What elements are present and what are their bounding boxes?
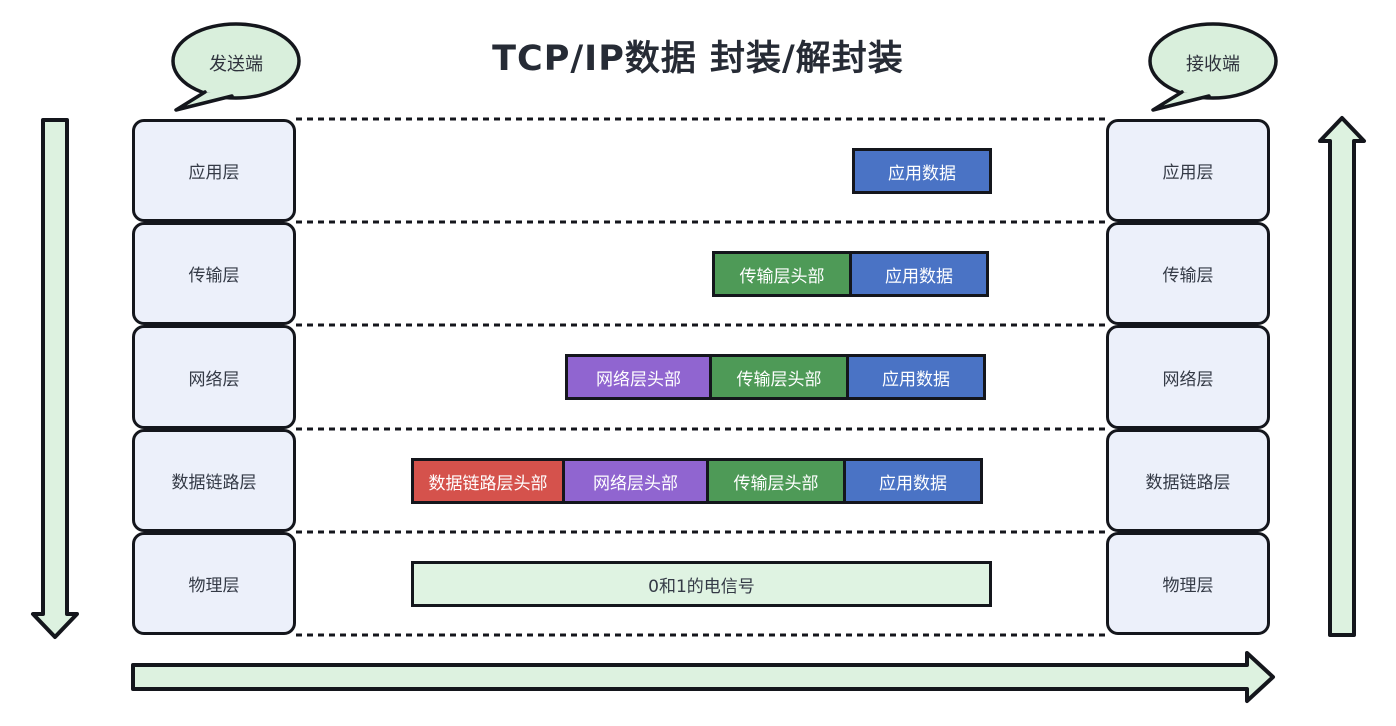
- down-arrow-icon: [31, 118, 79, 639]
- encapsulation-row-datalink: 数据链路层头部 网络层头部 传输层头部 应用数据: [411, 458, 983, 504]
- encapsulation-row-application: 应用数据: [852, 148, 992, 194]
- segment-transport-header: 传输层头部: [712, 251, 852, 297]
- layer-box-datalink-left: 数据链路层: [132, 429, 296, 532]
- segment-transport-header: 传输层头部: [706, 458, 846, 504]
- layer-box-network-right: 网络层: [1106, 325, 1270, 429]
- segment-datalink-header: 数据链路层头部: [411, 458, 565, 504]
- segment-network-header: 网络层头部: [565, 354, 712, 400]
- encapsulation-row-physical: 0和1的电信号: [411, 561, 992, 607]
- right-arrow-icon: [131, 651, 1275, 703]
- segment-electrical-signal: 0和1的电信号: [411, 561, 992, 607]
- speech-bubble-tail-icon: [1151, 90, 1211, 112]
- up-arrow-icon: [1318, 116, 1366, 637]
- layer-box-transport-right: 传输层: [1106, 222, 1270, 325]
- segment-app-data: 应用数据: [849, 251, 989, 297]
- encapsulation-row-network: 网络层头部 传输层头部 应用数据: [565, 354, 986, 400]
- segment-network-header: 网络层头部: [562, 458, 709, 504]
- encapsulation-row-transport: 传输层头部 应用数据: [712, 251, 989, 297]
- receiver-bubble-label: 接收端: [1186, 54, 1240, 75]
- diagram-title: TCP/IP数据 封装/解封装: [492, 39, 904, 79]
- segment-app-data: 应用数据: [843, 458, 983, 504]
- speech-bubble-icon: [1148, 22, 1278, 100]
- segment-transport-header: 传输层头部: [709, 354, 849, 400]
- layer-box-transport-left: 传输层: [132, 222, 296, 325]
- layer-box-application-left: 应用层: [132, 119, 296, 222]
- sender-bubble-label: 发送端: [209, 54, 263, 75]
- layer-box-physical-left: 物理层: [132, 532, 296, 635]
- segment-app-data: 应用数据: [846, 354, 986, 400]
- layer-box-application-right: 应用层: [1106, 119, 1270, 222]
- speech-bubble-tail-icon: [174, 90, 234, 112]
- speech-bubble-icon: [171, 22, 301, 100]
- layer-box-physical-right: 物理层: [1106, 532, 1270, 635]
- layer-box-network-left: 网络层: [132, 325, 296, 429]
- layer-box-datalink-right: 数据链路层: [1106, 429, 1270, 532]
- segment-app-data: 应用数据: [852, 148, 992, 194]
